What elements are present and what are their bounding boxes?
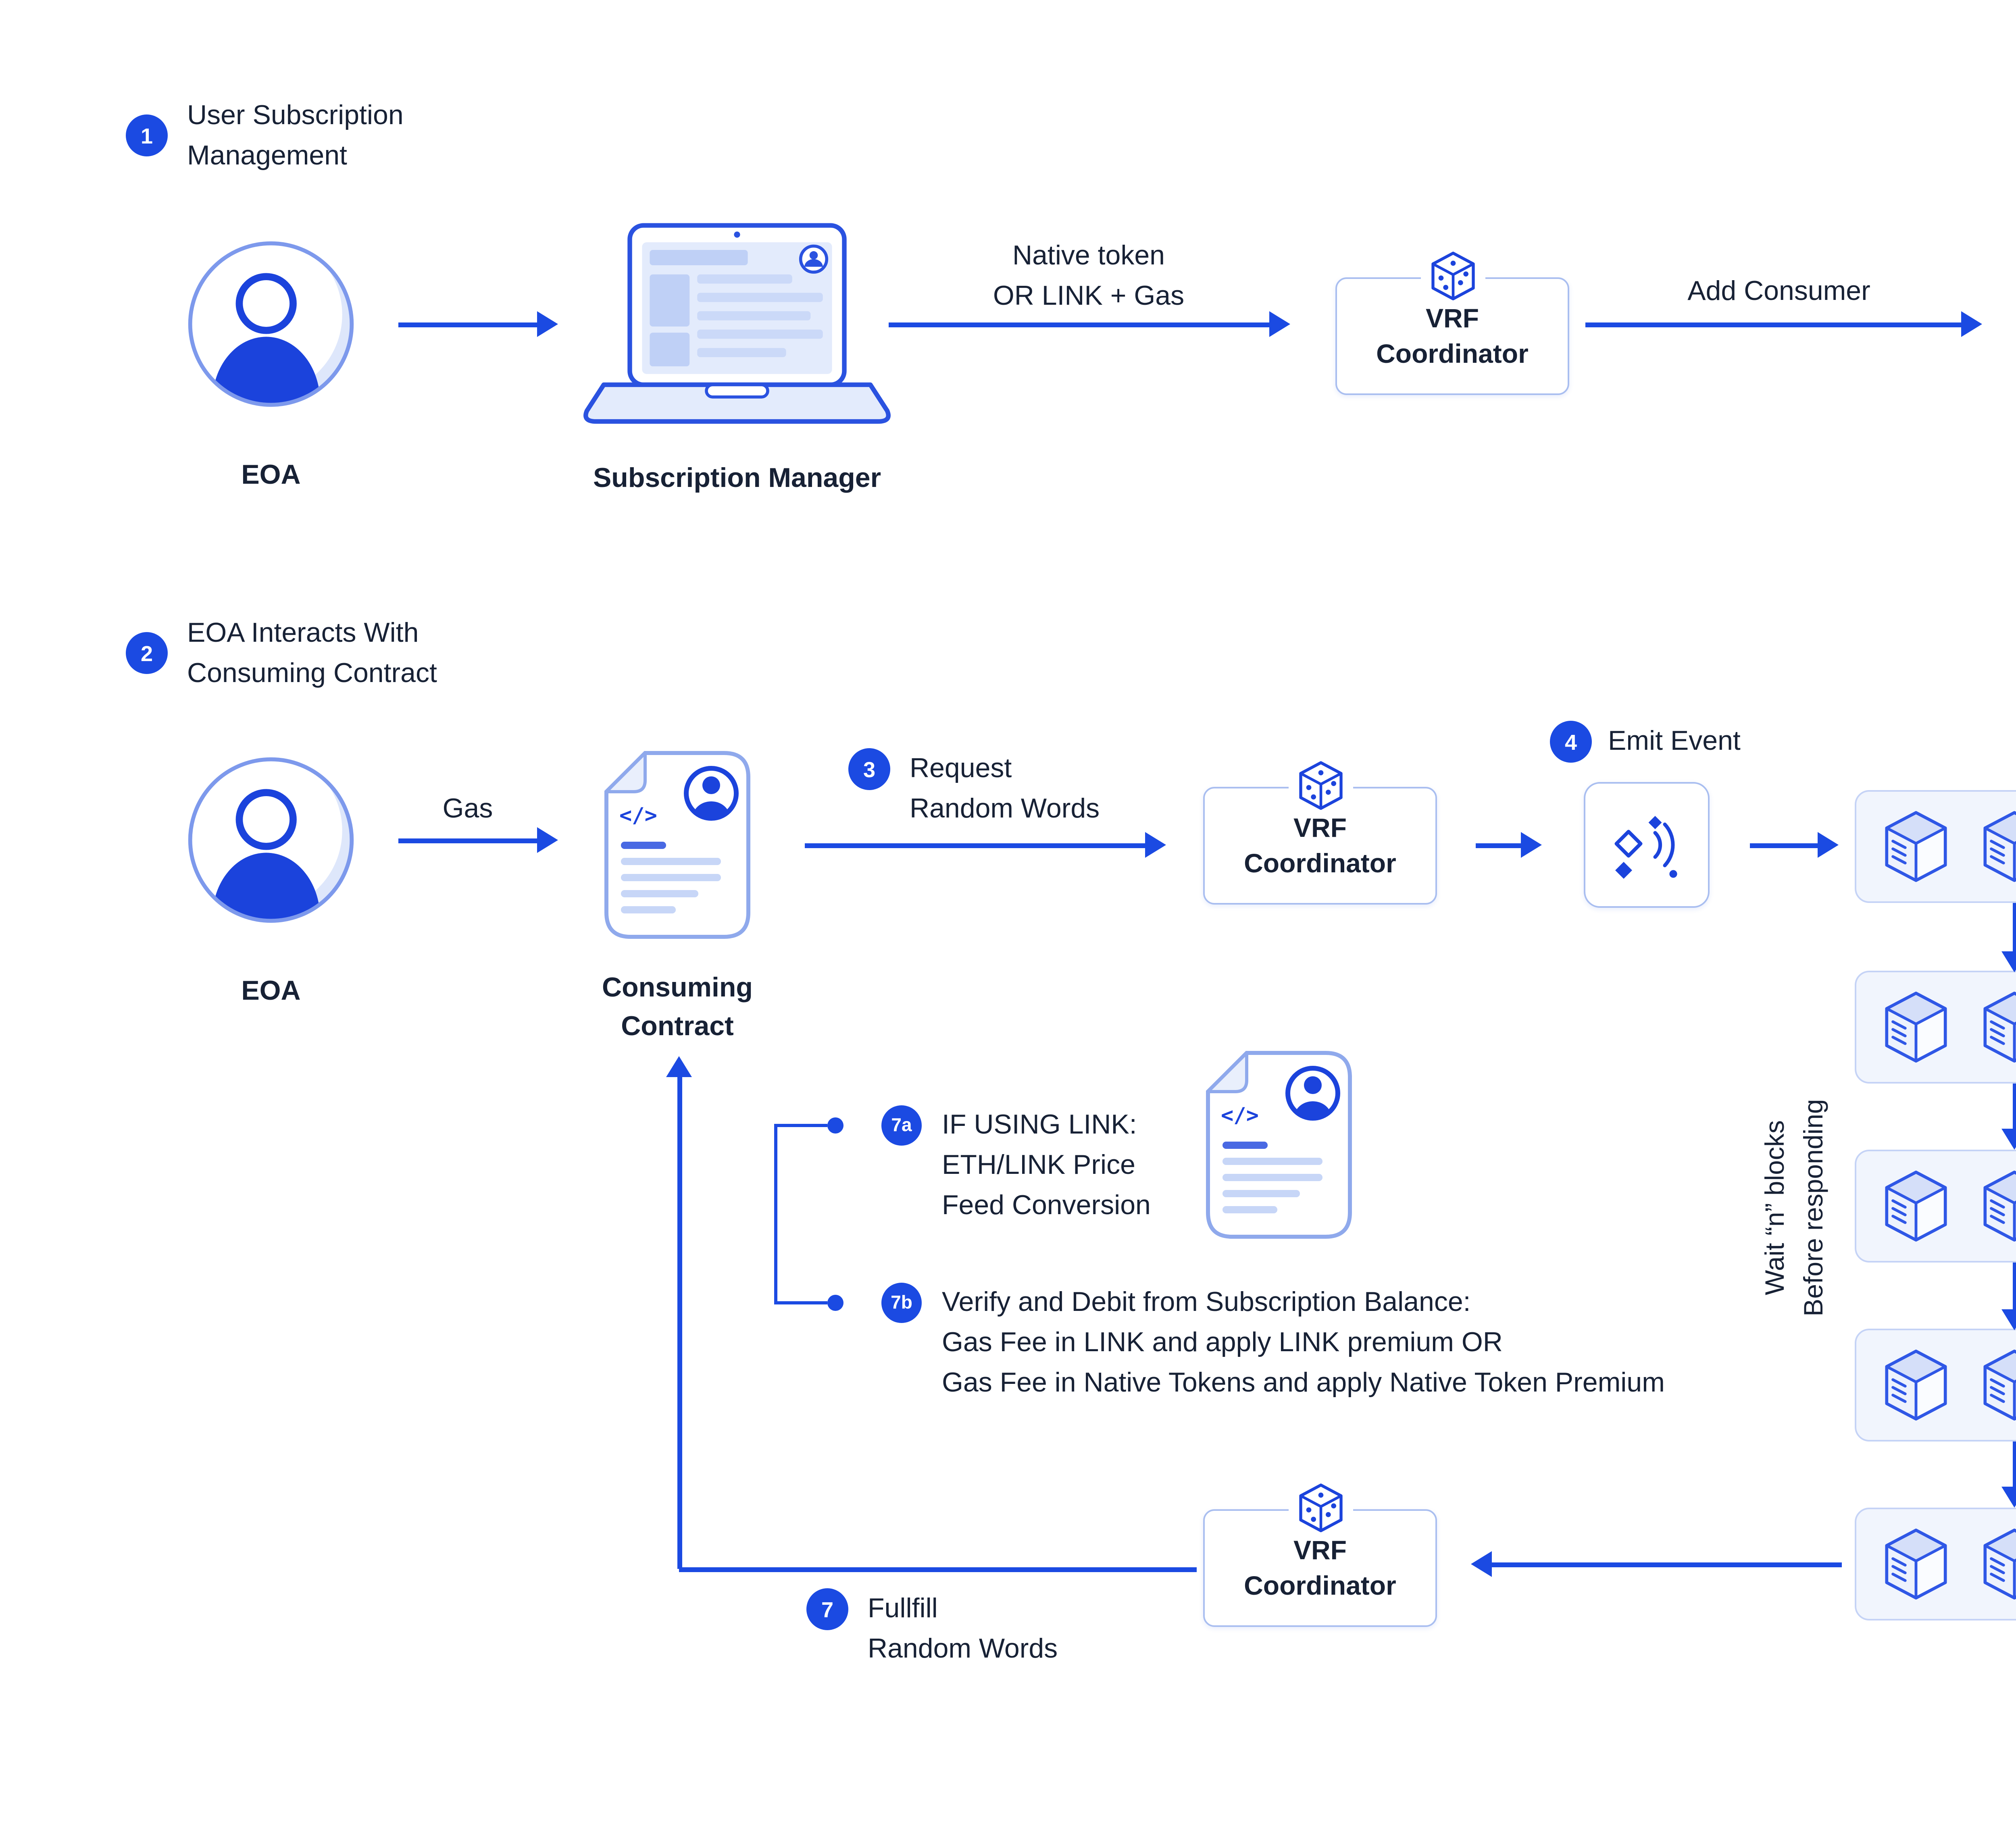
cube-icon xyxy=(1979,988,2016,1066)
emit-event-node xyxy=(1584,782,1710,908)
dice-icon xyxy=(1288,759,1352,814)
cube-icon xyxy=(1979,1346,2016,1424)
add-consumer-arrow-label: Add Consumer xyxy=(1687,276,1870,306)
price-feed-document-node xyxy=(1203,1048,1355,1242)
cube-icon xyxy=(1881,988,1951,1066)
dice-icon xyxy=(1288,1482,1352,1537)
vrf-coordinator-node-1: VRF Coordinator xyxy=(1335,250,1569,395)
blockchain-blocks-row-4 xyxy=(1855,1329,2016,1442)
subscription-manager-node xyxy=(576,219,898,434)
vrf-coordinator-label-1: VRF Coordinator xyxy=(1376,304,1529,368)
step-7-badge: 7 xyxy=(806,1588,848,1630)
step-3-badge: 3 xyxy=(848,748,890,790)
wait-n-blocks-label: Wait “n” blocks Before responding xyxy=(1761,1099,1829,1317)
cube-icon xyxy=(1881,1346,1951,1424)
native-token-arrow-label: Native token OR LINK + Gas xyxy=(993,240,1185,311)
contract-document-icon xyxy=(1203,1048,1355,1242)
step-3-label: Request Random Words xyxy=(910,753,1100,824)
cube-icon xyxy=(1881,1167,1951,1245)
contract-document-icon xyxy=(602,748,753,942)
consuming-contract-label-2: Consuming Contract xyxy=(602,972,753,1042)
laptop-icon xyxy=(576,219,898,434)
dice-icon xyxy=(1420,250,1485,305)
cube-icon xyxy=(1881,1525,1951,1603)
broadcast-icon xyxy=(1603,801,1690,888)
blockchain-blocks-row-1 xyxy=(1855,790,2016,903)
eoa-avatar-icon xyxy=(184,237,358,411)
step-2-badge: 2 xyxy=(126,632,168,674)
funded-subscription-label: Funded VRF Subscription xyxy=(1927,456,2016,534)
eoa-node-2 xyxy=(184,753,358,927)
blockchain-blocks-row-2 xyxy=(1855,971,2016,1084)
vrf-coordinator-label-2: VRF Coordinator xyxy=(1244,813,1396,878)
step-7a-badge: 7a xyxy=(881,1105,922,1146)
gas-arrow-label: Gas xyxy=(442,793,493,824)
vrf-coordinator-node-2: VRF Coordinator xyxy=(1203,759,1437,905)
cube-icon xyxy=(1979,1525,2016,1603)
connector-dot xyxy=(827,1117,843,1134)
subscription-manager-label: Subscription Manager xyxy=(593,463,881,493)
step-7a-label: IF USING LINK: ETH/LINK Price Feed Conve… xyxy=(942,1109,1151,1221)
section-2-title: EOA Interacts With Consuming Contract xyxy=(187,618,437,689)
step-4-badge: 4 xyxy=(1550,721,1592,763)
step-7-label: Fullfill Random Words xyxy=(868,1593,1058,1664)
blockchain-blocks-row-3 xyxy=(1855,1150,2016,1263)
cube-icon xyxy=(1979,808,2016,885)
section-1-title: User Subscription Management xyxy=(187,100,404,171)
vrf-coordinator-label-3: VRF Coordinator xyxy=(1244,1536,1396,1600)
connector-dot xyxy=(827,1295,843,1311)
step-4-label: Emit Event xyxy=(1608,726,1741,756)
eoa-label-1: EOA xyxy=(241,460,301,490)
step-7b-label: Verify and Debit from Subscription Balan… xyxy=(942,1287,1665,1398)
eoa-node-1 xyxy=(184,237,358,411)
step-7b-badge: 7b xyxy=(881,1283,922,1323)
eoa-avatar-icon xyxy=(184,753,358,927)
vrf-coordinator-node-3: VRF Coordinator xyxy=(1203,1482,1437,1627)
cube-icon xyxy=(1881,808,1951,885)
step-1-badge: 1 xyxy=(126,114,168,156)
consuming-contract-node-2 xyxy=(602,748,753,942)
eoa-label-2: EOA xyxy=(241,976,301,1006)
cube-icon xyxy=(1979,1167,2016,1245)
blockchain-blocks-row-5 xyxy=(1855,1508,2016,1620)
